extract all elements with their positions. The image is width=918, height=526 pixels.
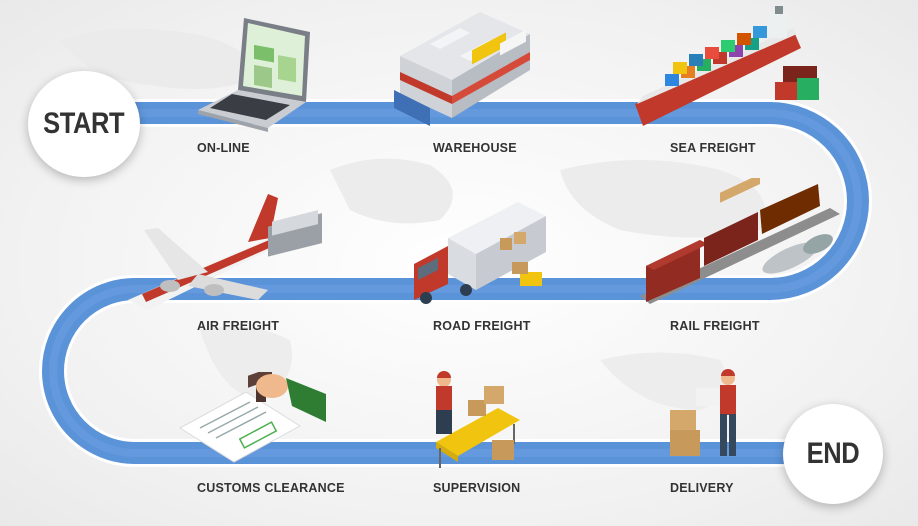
start-badge: START — [28, 71, 140, 177]
airplane-icon — [128, 194, 322, 310]
step-label-customs-clearance: CUSTOMS CLEARANCE — [197, 481, 345, 495]
step-label-rail-freight: RAIL FREIGHT — [670, 319, 760, 333]
step-label-sea-freight: SEA FREIGHT — [670, 141, 756, 155]
cargo-ship-icon — [635, 6, 819, 126]
step-label-warehouse: WAREHOUSE — [433, 141, 517, 155]
end-label: END — [806, 437, 860, 470]
start-label: START — [43, 107, 125, 140]
step-label-online: ON-LINE — [197, 141, 250, 155]
worker-conveyor-icon — [436, 371, 520, 468]
end-badge: END — [783, 404, 883, 504]
train-icon — [640, 178, 840, 304]
delivery-man-icon — [670, 369, 736, 456]
laptop-icon — [198, 18, 310, 132]
approval-stamp-icon — [179, 372, 326, 463]
truck-icon — [414, 202, 546, 304]
step-label-supervision: SUPERVISION — [433, 481, 521, 495]
step-label-road-freight: ROAD FREIGHT — [433, 319, 531, 333]
warehouse-icon — [394, 12, 530, 126]
step-label-air-freight: AIR FREIGHT — [197, 319, 280, 333]
step-label-delivery: DELIVERY — [670, 481, 734, 495]
